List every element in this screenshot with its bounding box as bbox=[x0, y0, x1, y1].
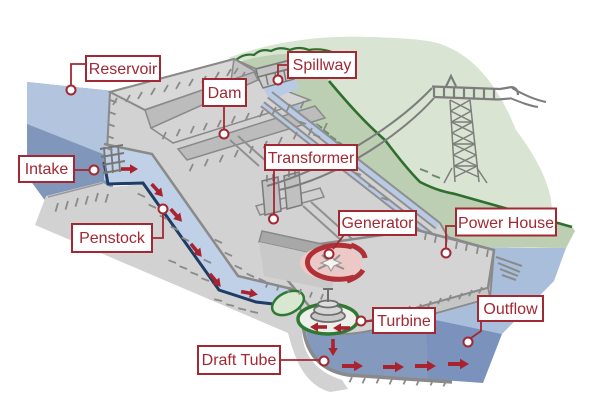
svg-text:Turbine: Turbine bbox=[377, 313, 431, 330]
svg-text:Generator: Generator bbox=[341, 215, 414, 232]
svg-text:Spillway: Spillway bbox=[293, 57, 352, 74]
svg-text:Intake: Intake bbox=[25, 161, 69, 178]
svg-text:Draft Tube: Draft Tube bbox=[202, 352, 277, 369]
svg-text:Transformer: Transformer bbox=[268, 150, 355, 167]
svg-text:Power House: Power House bbox=[458, 215, 554, 232]
svg-text:Outflow: Outflow bbox=[483, 301, 538, 318]
svg-text:Reservoir: Reservoir bbox=[89, 61, 158, 78]
svg-text:Dam: Dam bbox=[208, 85, 242, 102]
svg-text:Penstock: Penstock bbox=[79, 230, 146, 247]
